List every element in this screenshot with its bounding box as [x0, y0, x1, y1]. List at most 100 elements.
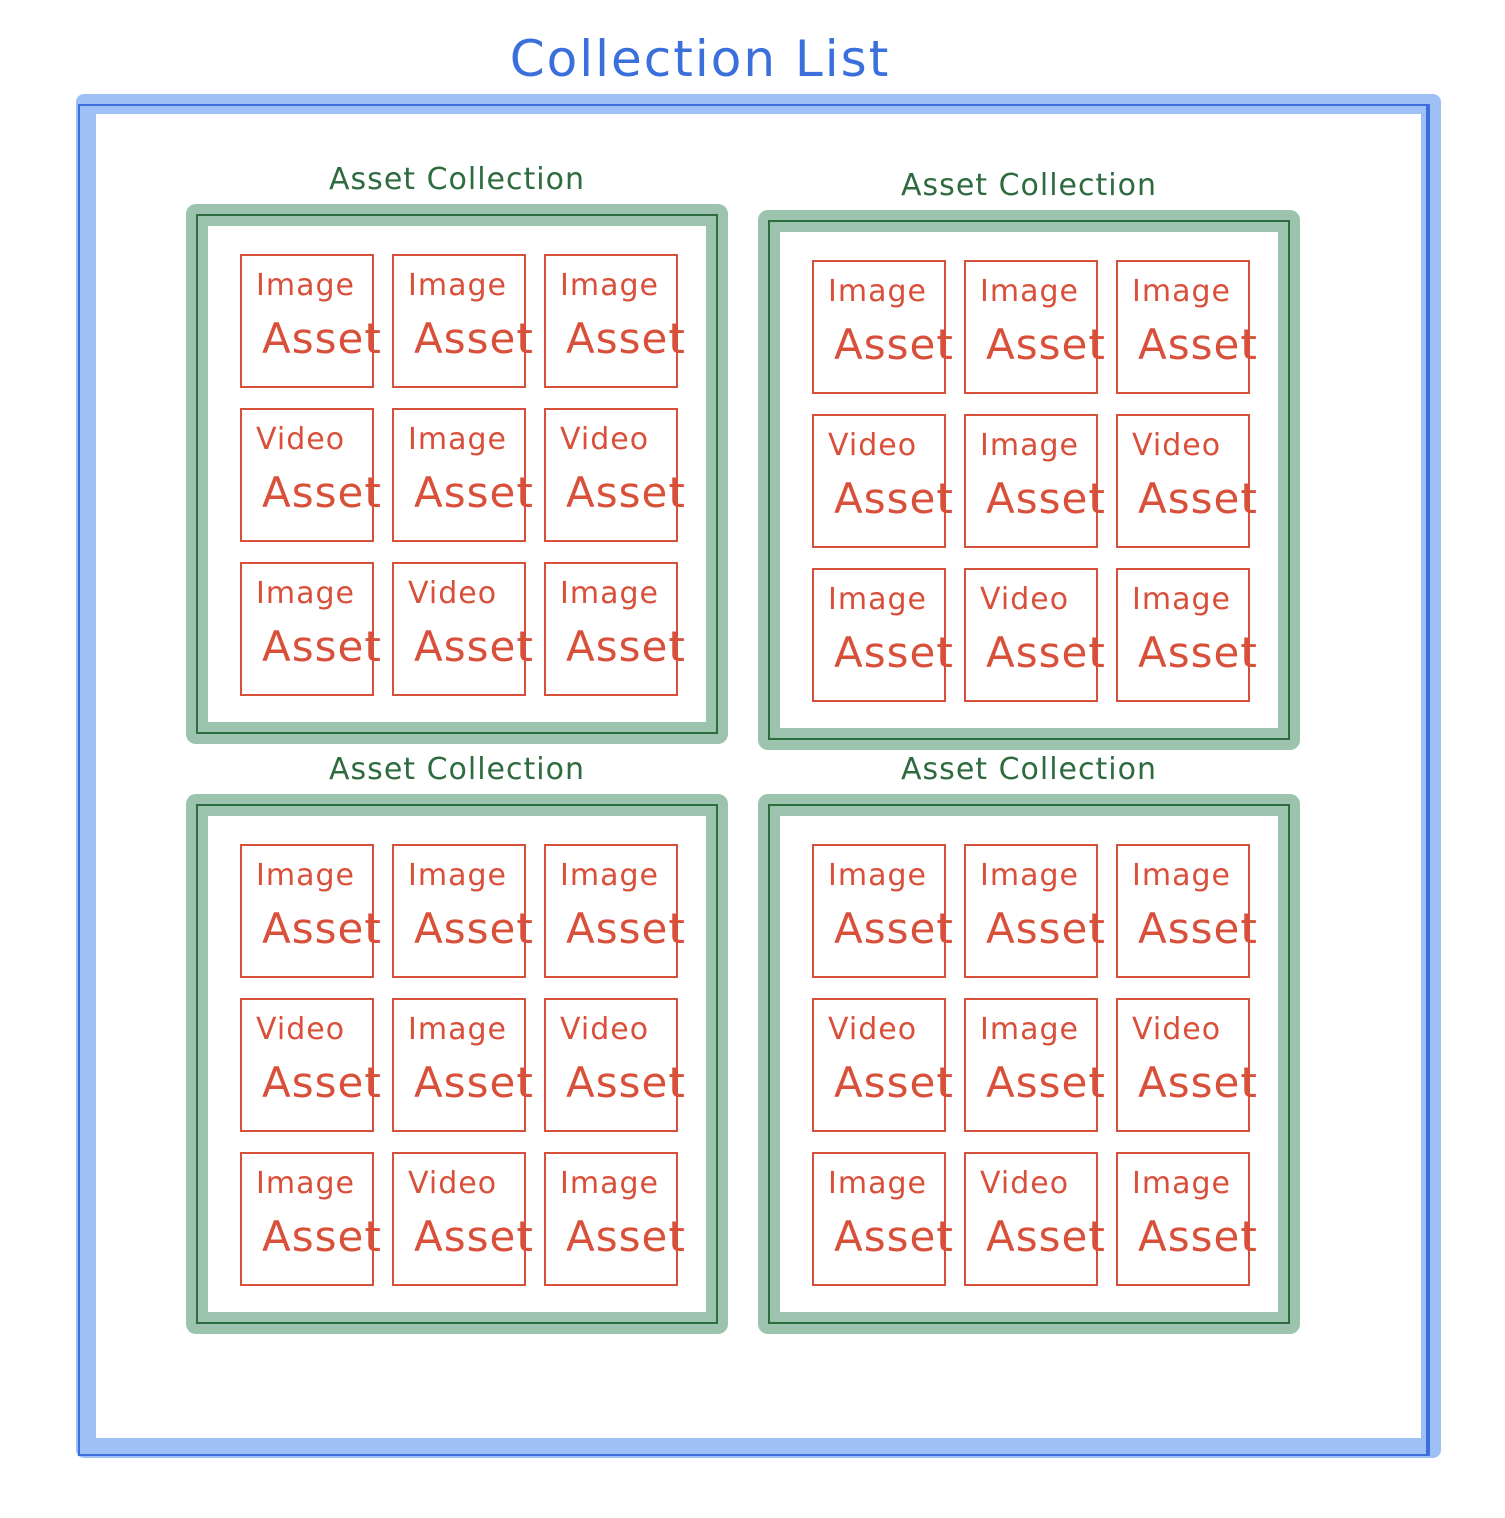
asset-kind-label: Video	[256, 1012, 346, 1047]
asset-word-label: Asset	[834, 1058, 954, 1107]
asset-word-label: Asset	[1138, 904, 1258, 953]
asset-kind-label: Image	[256, 858, 355, 893]
asset-kind-label: Image	[560, 576, 659, 611]
asset-kind-label: Image	[560, 1166, 659, 1201]
asset-kind-label: Video	[828, 428, 918, 463]
asset-word-label: Asset	[1138, 474, 1258, 523]
asset-kind-label: Image	[1132, 274, 1231, 309]
asset-word-label: Asset	[566, 1212, 686, 1261]
asset-word-label: Asset	[262, 904, 382, 953]
asset-word-label: Asset	[834, 904, 954, 953]
asset-kind-label: Image	[256, 576, 355, 611]
asset-kind-label: Image	[560, 858, 659, 893]
asset-kind-label: Video	[828, 1012, 918, 1047]
asset-word-label: Asset	[262, 1058, 382, 1107]
asset-kind-label: Image	[408, 1012, 507, 1047]
asset-word-label: Asset	[834, 628, 954, 677]
asset-kind-label: Image	[980, 858, 1079, 893]
asset-kind-label: Video	[560, 422, 650, 457]
asset-word-label: Asset	[1138, 1058, 1258, 1107]
asset-word-label: Asset	[986, 904, 1106, 953]
asset-word-label: Asset	[566, 1058, 686, 1107]
asset-word-label: Asset	[834, 320, 954, 369]
asset-collection-label: Asset Collection	[329, 162, 585, 197]
asset-kind-label: Image	[256, 268, 355, 303]
asset-kind-label: Image	[408, 268, 507, 303]
asset-kind-label: Video	[980, 1166, 1070, 1201]
asset-collection-label: Asset Collection	[901, 752, 1157, 787]
asset-word-label: Asset	[566, 468, 686, 517]
asset-kind-label: Image	[408, 422, 507, 457]
asset-kind-label: Video	[1132, 1012, 1222, 1047]
asset-collection-label: Asset Collection	[901, 168, 1157, 203]
asset-word-label: Asset	[262, 622, 382, 671]
asset-kind-label: Image	[256, 1166, 355, 1201]
asset-kind-label: Image	[560, 268, 659, 303]
asset-kind-label: Image	[828, 582, 927, 617]
asset-kind-label: Image	[828, 858, 927, 893]
asset-word-label: Asset	[414, 904, 534, 953]
asset-kind-label: Image	[828, 274, 927, 309]
asset-word-label: Asset	[986, 1058, 1106, 1107]
asset-kind-label: Image	[1132, 1166, 1231, 1201]
asset-word-label: Asset	[566, 904, 686, 953]
asset-kind-label: Video	[408, 576, 498, 611]
asset-kind-label: Video	[560, 1012, 650, 1047]
asset-word-label: Asset	[414, 1058, 534, 1107]
asset-word-label: Asset	[566, 314, 686, 363]
asset-word-label: Asset	[986, 628, 1106, 677]
asset-kind-label: Image	[1132, 582, 1231, 617]
asset-word-label: Asset	[986, 474, 1106, 523]
asset-kind-label: Video	[256, 422, 346, 457]
asset-word-label: Asset	[262, 468, 382, 517]
asset-kind-label: Image	[980, 274, 1079, 309]
asset-word-label: Asset	[414, 622, 534, 671]
asset-kind-label: Image	[1132, 858, 1231, 893]
asset-word-label: Asset	[986, 1212, 1106, 1261]
asset-kind-label: Image	[408, 858, 507, 893]
